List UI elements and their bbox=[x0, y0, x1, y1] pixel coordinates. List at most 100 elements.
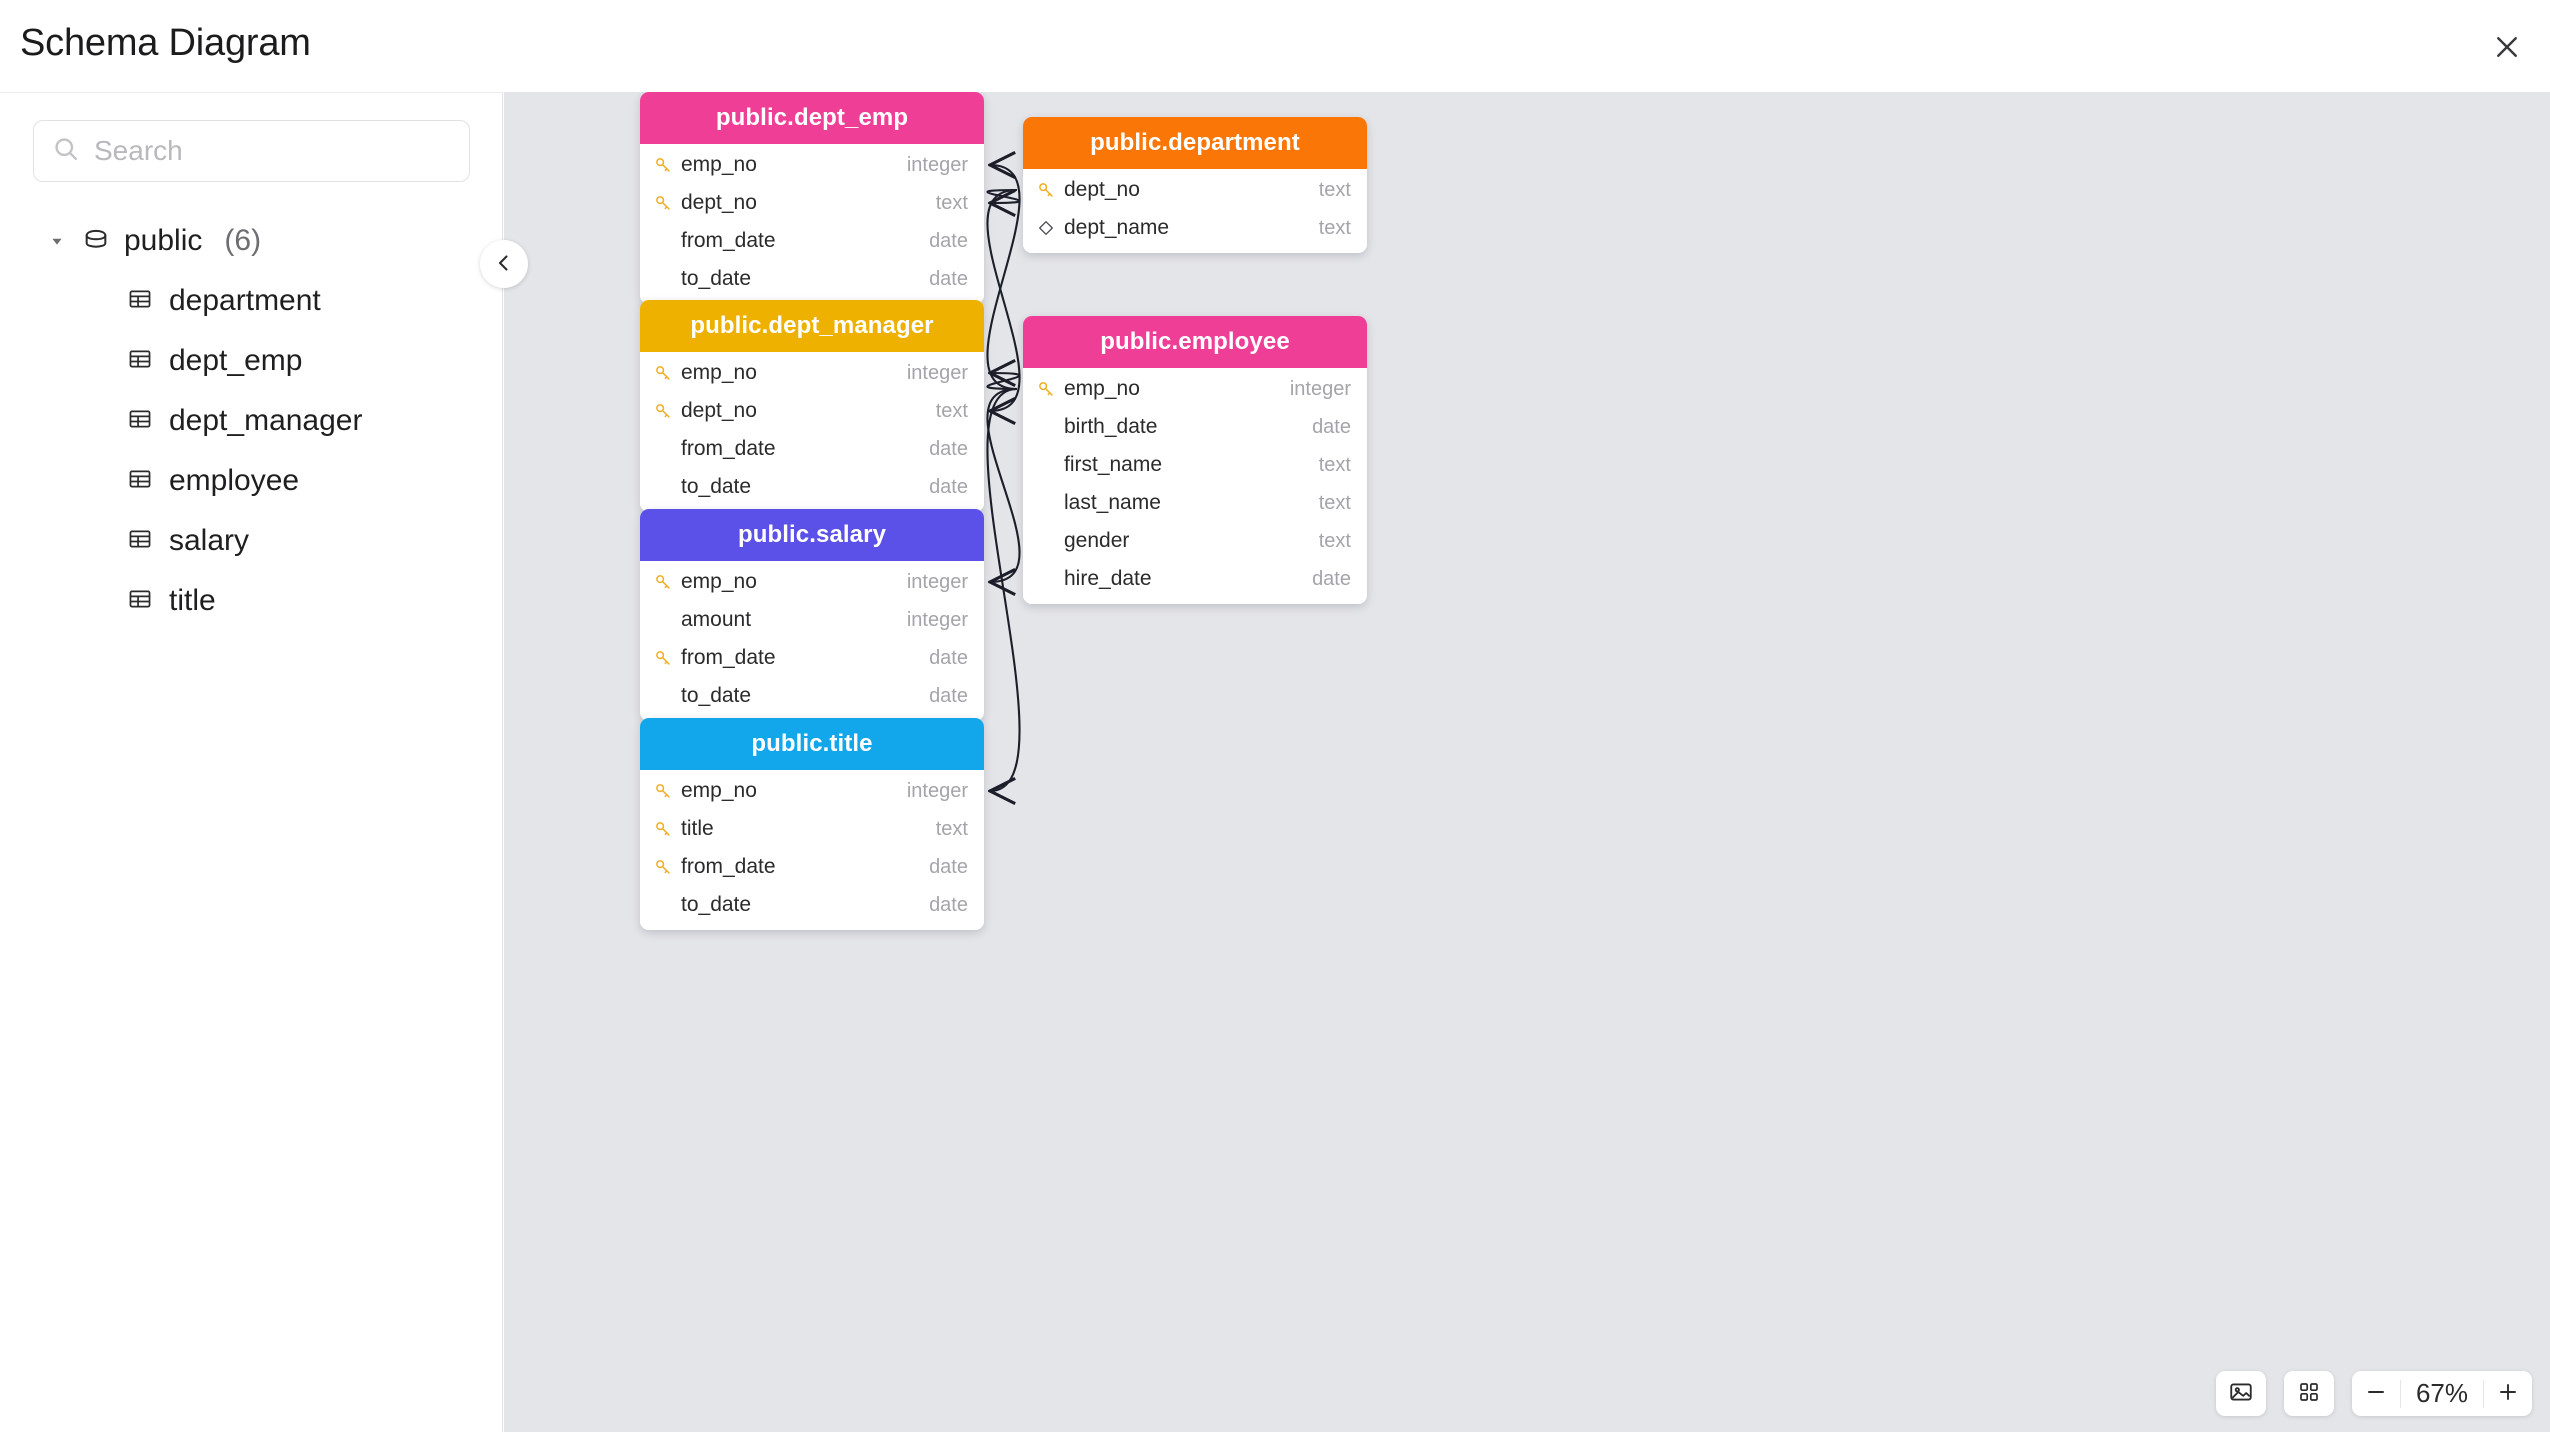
column-row[interactable]: first_name text bbox=[1023, 446, 1367, 484]
key-icon bbox=[654, 156, 672, 174]
column-type: integer bbox=[906, 779, 968, 802]
search-input[interactable] bbox=[94, 135, 455, 167]
column-name: last_name bbox=[1064, 491, 1161, 514]
column-name: first_name bbox=[1064, 453, 1163, 476]
sidebar-collapse-button[interactable] bbox=[480, 240, 528, 288]
column-name: dept_name bbox=[1064, 216, 1170, 239]
caret-down-icon[interactable] bbox=[46, 230, 68, 252]
column-row[interactable]: emp_no integer bbox=[640, 772, 984, 810]
sidebar-table-title[interactable]: title bbox=[0, 571, 503, 631]
search-box[interactable] bbox=[33, 120, 470, 182]
key-icon bbox=[1037, 380, 1055, 398]
column-type: integer bbox=[906, 153, 968, 176]
table-node-header: public.salary bbox=[640, 509, 984, 561]
database-schema-icon bbox=[82, 225, 110, 258]
key-icon bbox=[654, 858, 672, 876]
column-type: text bbox=[1318, 216, 1351, 239]
column-type: date bbox=[929, 267, 968, 290]
column-name: emp_no bbox=[681, 779, 757, 802]
sidebar-table-label: title bbox=[169, 584, 216, 617]
key-icon bbox=[654, 649, 672, 667]
column-row[interactable]: dept_no text bbox=[640, 392, 984, 430]
table-node-header: public.dept_manager bbox=[640, 300, 984, 352]
chevron-left-icon bbox=[492, 251, 516, 278]
zoom-level-label[interactable]: 67% bbox=[2415, 1378, 2469, 1408]
sidebar-table-label: dept_manager bbox=[169, 404, 363, 437]
sidebar-table-dept_manager[interactable]: dept_manager bbox=[0, 391, 503, 451]
zoom-in-button[interactable] bbox=[2484, 1371, 2532, 1416]
column-type: text bbox=[1318, 453, 1351, 476]
key-icon bbox=[654, 573, 672, 591]
column-name: dept_no bbox=[1064, 178, 1140, 201]
column-type: date bbox=[929, 437, 968, 460]
key-icon bbox=[1037, 181, 1055, 199]
column-row[interactable]: from_date date bbox=[640, 430, 984, 468]
toolbar-divider bbox=[2400, 1379, 2401, 1408]
relationship-edge bbox=[986, 165, 1021, 391]
column-row[interactable]: to_date date bbox=[640, 260, 984, 298]
column-name: from_date bbox=[681, 437, 776, 460]
close-button[interactable] bbox=[2482, 22, 2532, 72]
column-type: text bbox=[935, 399, 968, 422]
key-icon bbox=[654, 194, 672, 212]
column-name: from_date bbox=[681, 646, 776, 669]
canvas-toolbar: 67% bbox=[2216, 1371, 2532, 1416]
table-node-header: public.title bbox=[640, 718, 984, 770]
column-row[interactable]: birth_date date bbox=[1023, 408, 1367, 446]
auto-layout-button[interactable] bbox=[2284, 1371, 2334, 1416]
column-type: date bbox=[1312, 415, 1351, 438]
key-icon bbox=[654, 782, 672, 800]
column-name: gender bbox=[1064, 529, 1130, 552]
table-icon bbox=[127, 406, 153, 437]
sidebar-table-dept_emp[interactable]: dept_emp bbox=[0, 331, 503, 391]
column-name: birth_date bbox=[1064, 415, 1158, 438]
sidebar-table-salary[interactable]: salary bbox=[0, 511, 503, 571]
tree-node-schema-public[interactable]: public (6) bbox=[0, 211, 503, 271]
column-name: dept_no bbox=[681, 399, 757, 422]
column-name: from_date bbox=[681, 229, 776, 252]
close-icon bbox=[2492, 32, 2522, 62]
schema-label: public bbox=[124, 224, 203, 257]
column-row[interactable]: dept_name text bbox=[1023, 209, 1367, 247]
table-node-header: public.employee bbox=[1023, 316, 1367, 368]
column-name: to_date bbox=[681, 267, 752, 290]
sidebar-table-department[interactable]: department bbox=[0, 271, 503, 331]
key-icon bbox=[654, 402, 672, 420]
relationship-edge bbox=[986, 373, 1021, 391]
export-image-button[interactable] bbox=[2216, 1371, 2266, 1416]
sidebar-table-employee[interactable]: employee bbox=[0, 451, 503, 511]
zoom-out-button[interactable] bbox=[2352, 1371, 2400, 1416]
zoom-control-group: 67% bbox=[2352, 1371, 2532, 1416]
schema-table-count: (6) bbox=[224, 224, 262, 257]
